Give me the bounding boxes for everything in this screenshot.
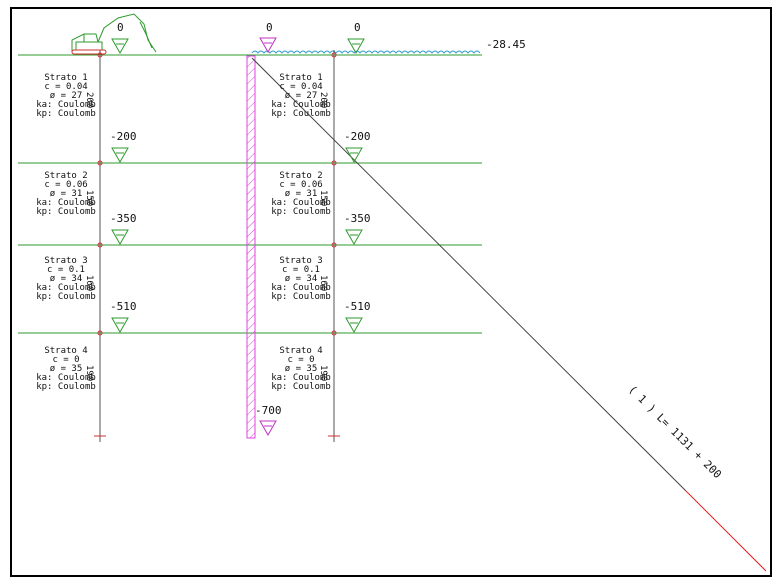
stratum-3-thickness: 160	[84, 275, 94, 291]
anchor-free-length	[251, 57, 687, 492]
stratum-4-ka: ka: Coulomb	[271, 373, 331, 383]
right-boundary-2-level: -350	[344, 212, 371, 225]
stratum-4-phi: ø = 35	[285, 364, 318, 374]
stratum-3-name: Strato 3	[279, 256, 322, 266]
stratum-2-thickness: 150	[84, 190, 94, 206]
wall-toe-level: -700	[255, 404, 282, 417]
stratum-1-thickness: 200	[318, 92, 328, 108]
stratum-2-kp: kp: Coulomb	[271, 207, 331, 217]
stratum-2-phi: ø = 31	[50, 189, 83, 199]
right-boundary-3-marker-icon	[345, 317, 363, 334]
stratum-4-c: c = 0	[52, 355, 79, 365]
left-boundary-1-level: -200	[110, 130, 137, 143]
node-left-1	[97, 52, 103, 58]
level-markers: -200 -200 -350 -350 -510 -510	[110, 37, 371, 437]
stratum-2-phi: ø = 31	[285, 189, 318, 199]
stratum-3-ka: ka: Coulomb	[36, 283, 96, 293]
excavator-tracks	[71, 49, 107, 55]
stratum-1-ka: ka: Coulomb	[271, 100, 331, 110]
node-left-3	[97, 242, 103, 248]
stratum-3-kp: kp: Coulomb	[271, 292, 331, 302]
left-surface-level: 0	[117, 21, 124, 34]
wall-surface-marker-icon	[259, 37, 277, 54]
stratum-4-thickness: 190	[318, 365, 328, 381]
stratum-2-name: Strato 2	[279, 171, 322, 181]
node-right-2	[331, 160, 337, 166]
water-level-label: -28.45	[486, 38, 526, 51]
node-left-4	[97, 330, 103, 336]
right-boundary-3-level: -510	[344, 300, 371, 313]
stratum-4-name: Strato 4	[279, 346, 322, 356]
node-right-3	[331, 242, 337, 248]
excavator-icon	[71, 13, 157, 53]
stratum-4-kp: kp: Coulomb	[36, 382, 96, 392]
node-right-1	[331, 52, 337, 58]
left-boundary-2-level: -350	[110, 212, 137, 225]
right-boundary-1-level: -200	[344, 130, 371, 143]
left-boundary-1-marker-icon	[111, 147, 129, 164]
stratum-1-thickness: 200	[84, 92, 94, 108]
right-surface-marker-icon	[347, 38, 365, 55]
node-right-4	[331, 330, 337, 336]
stratum-4-ka: ka: Coulomb	[36, 373, 96, 383]
retaining-wall	[246, 55, 256, 439]
stratum-1-name: Strato 1	[44, 73, 87, 83]
anchor-bonded-length	[685, 490, 767, 572]
stratum-3-name: Strato 3	[44, 256, 87, 266]
stratum-2-thickness: 150	[318, 190, 328, 206]
stratum-1-c: c = 0.04	[279, 82, 322, 92]
stratum-3-kp: kp: Coulomb	[36, 292, 96, 302]
stratum-3-c: c = 0.1	[282, 265, 320, 275]
stratum-2-ka: ka: Coulomb	[36, 198, 96, 208]
stratum-4-c: c = 0	[287, 355, 314, 365]
stratum-1-kp: kp: Coulomb	[271, 109, 331, 119]
stratum-2-name: Strato 2	[44, 171, 87, 181]
profile-nodes	[97, 52, 337, 336]
stratum-2-kp: kp: Coulomb	[36, 207, 96, 217]
left-boundary-2-marker-icon	[111, 229, 129, 246]
drawing-frame	[10, 7, 772, 577]
right-boundary-2-marker-icon	[345, 229, 363, 246]
stratum-3-ka: ka: Coulomb	[271, 283, 331, 293]
anchor-label: ( 1 ) L= 1131 + 200	[626, 383, 724, 481]
stratum-1-ka: ka: Coulomb	[36, 100, 96, 110]
stratum-1-kp: kp: Coulomb	[36, 109, 96, 119]
wall-toe-marker-icon	[259, 420, 277, 437]
stratum-4-thickness: 190	[84, 365, 94, 381]
stratum-4-phi: ø = 35	[50, 364, 83, 374]
stratum-4-kp: kp: Coulomb	[271, 382, 331, 392]
right-boundary-1-marker-icon	[345, 147, 363, 164]
stratum-2-ka: ka: Coulomb	[271, 198, 331, 208]
stratum-1-name: Strato 1	[279, 73, 322, 83]
right-surface-level: 0	[354, 21, 361, 34]
profile-verticals	[99, 50, 335, 442]
left-boundary-3-marker-icon	[111, 317, 129, 334]
stratum-1-phi: ø = 27	[50, 91, 83, 101]
water-surface	[251, 50, 481, 54]
stratum-1-c: c = 0.04	[44, 82, 87, 92]
stratum-2-c: c = 0.06	[279, 180, 322, 190]
left-boundary-3-level: -510	[110, 300, 137, 313]
stratum-3-thickness: 160	[318, 275, 328, 291]
stratum-3-c: c = 0.1	[47, 265, 85, 275]
stratum-1-phi: ø = 27	[285, 91, 318, 101]
node-left-2	[97, 160, 103, 166]
left-surface-marker-icon	[111, 38, 129, 55]
stratum-3-phi: ø = 34	[285, 274, 318, 284]
stratum-3-phi: ø = 34	[50, 274, 83, 284]
stratum-4-name: Strato 4	[44, 346, 87, 356]
stratum-2-c: c = 0.06	[44, 180, 87, 190]
wall-surface-level: 0	[266, 21, 273, 34]
